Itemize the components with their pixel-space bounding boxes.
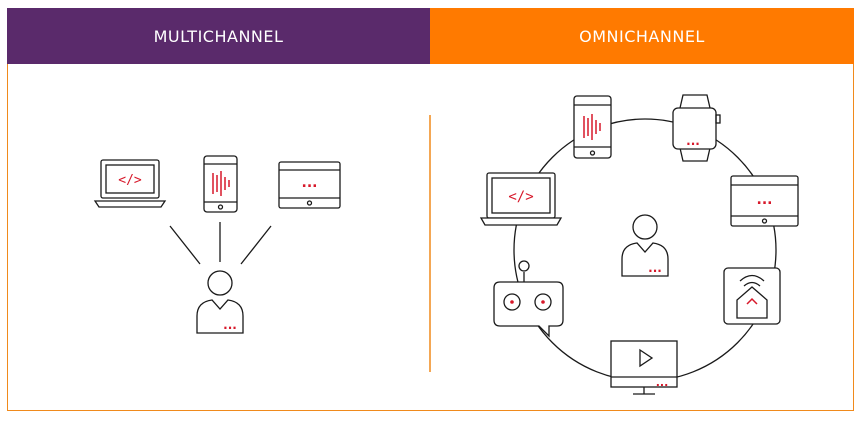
tv-ellipsis: ... (656, 376, 669, 389)
ellipsis-glyph: ... (302, 175, 318, 191)
omnichannel-smartwatch-icon: ... (672, 94, 721, 162)
tablet-ellipsis: ... (757, 192, 773, 208)
omnichannel-tablet-icon: ... (730, 175, 799, 227)
omnichannel-user-icon: ... (621, 214, 669, 277)
multichannel-tablet-icon: ... (278, 161, 341, 209)
multichannel-smartphone-audio-icon (203, 155, 238, 213)
omnichannel-chatbot-icon (493, 260, 564, 338)
omnichannel-title: OMNICHANNEL (579, 26, 705, 46)
multichannel-user-icon: ... (196, 270, 244, 334)
omnichannel-smart-home-icon (723, 267, 781, 325)
multichannel-connector-lines (169, 222, 272, 265)
omnichannel-smartphone-audio-icon (573, 95, 612, 159)
user-ellipsis: ... (223, 318, 237, 332)
multichannel-title: MULTICHANNEL (153, 26, 284, 46)
multichannel-header: MULTICHANNEL (7, 8, 430, 64)
multichannel-laptop-code-icon: </> (93, 159, 167, 208)
omnichannel-header: OMNICHANNEL (430, 8, 854, 64)
omni-code-glyph: </> (508, 189, 533, 205)
code-glyph: </> (118, 173, 142, 188)
omnichannel-tv-play-icon: ... (610, 340, 678, 395)
omnichannel-laptop-code-icon: </> (479, 172, 563, 226)
omni-user-ellipsis: ... (648, 261, 662, 275)
watch-ellipsis: ... (686, 134, 700, 148)
